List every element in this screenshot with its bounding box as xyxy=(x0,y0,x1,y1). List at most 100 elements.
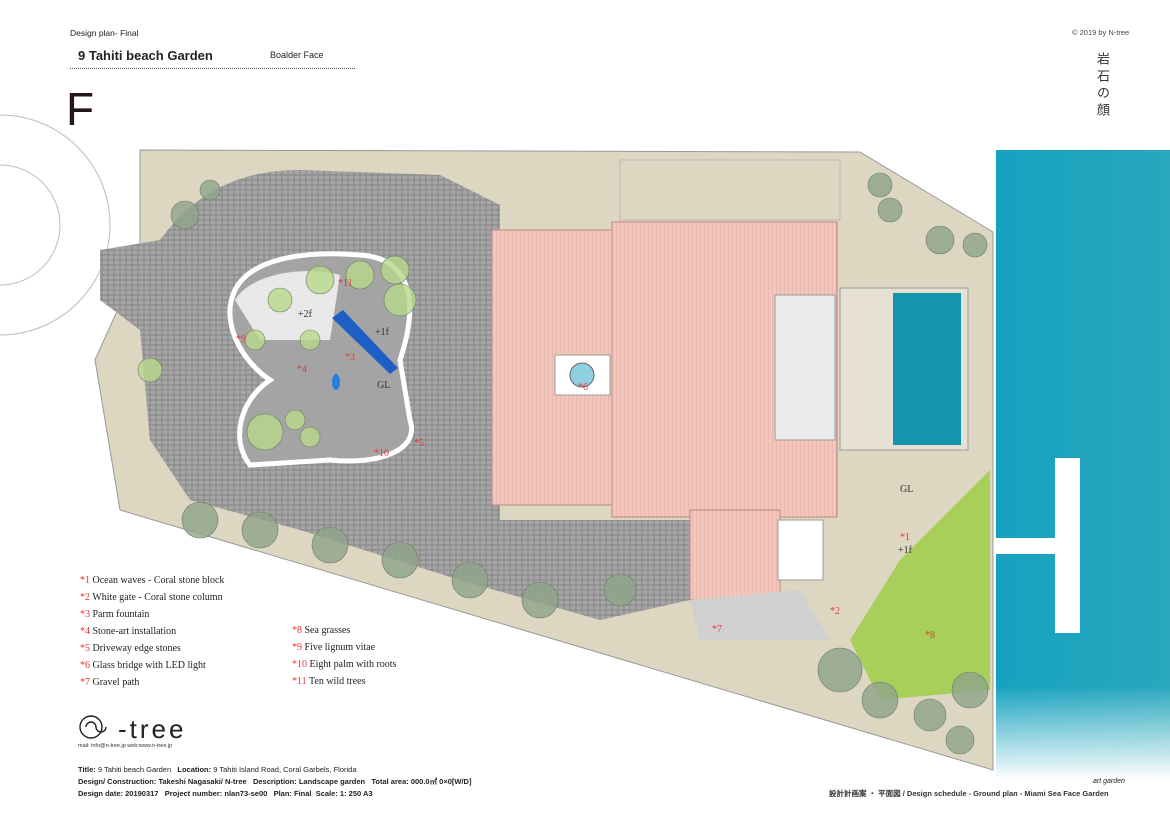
tree xyxy=(137,357,163,383)
tree xyxy=(199,179,221,201)
level-gl-lawn: GL xyxy=(900,484,913,495)
tree xyxy=(817,647,863,693)
scale-value: 1: 250 A3 xyxy=(339,789,373,798)
legend-item: *10 Eight palm with roots xyxy=(292,656,396,673)
label-11: *11 xyxy=(338,278,353,289)
legend-item: *6 Glass bridge with LED light xyxy=(80,657,224,674)
tree xyxy=(925,225,955,255)
tree xyxy=(305,265,335,295)
level-1f: +1f xyxy=(375,327,390,338)
palm-fountain xyxy=(332,310,398,374)
label-1: *1 xyxy=(900,532,910,543)
title-label: Title: xyxy=(78,765,96,774)
legend-mark: *3 xyxy=(80,609,90,620)
legend-text: Stone-art installation xyxy=(92,626,177,637)
legend-text: White gate - Coral stone column xyxy=(92,592,223,603)
title-value: 9 Tahiti beach Garden xyxy=(97,765,172,774)
tree xyxy=(861,681,899,719)
legend-column-2: *8 Sea grasses *9 Five lignum vitae *10 Ei… xyxy=(292,622,396,690)
design-value: Takeshi Nagasaki/ N-tree xyxy=(158,777,247,786)
tree xyxy=(380,255,410,285)
label-2: *2 xyxy=(830,606,840,617)
tree xyxy=(521,581,559,619)
legend-item: *5 Driveway edge stones xyxy=(80,640,224,657)
copyright: © 2019 by N-tree xyxy=(1072,28,1130,37)
tree xyxy=(451,561,489,599)
sea-grass-lawn xyxy=(850,470,990,700)
legend-text: Gravel path xyxy=(92,677,140,688)
desc-value: Landscape garden xyxy=(298,777,366,786)
contact-info: mail: info@n-tree.jp web:www.n-tree.jp xyxy=(78,743,173,749)
label-10: *10 xyxy=(374,448,389,459)
legend-mark: *7 xyxy=(80,677,90,688)
legend-item: *8 Sea grasses xyxy=(292,622,396,639)
project-value: nlan73-se00 xyxy=(224,789,268,798)
level-2f: +2f xyxy=(298,309,313,320)
scale-label: Scale: xyxy=(315,789,338,798)
legend-item: *1 Ocean waves - Coral stone block xyxy=(80,572,224,589)
legend-mark: *1 xyxy=(80,575,90,586)
label-3: *3 xyxy=(345,352,355,363)
label-8: *8 xyxy=(925,630,935,641)
legend-text: Driveway edge stones xyxy=(92,643,181,654)
legend-item: *7 Gravel path xyxy=(80,674,224,691)
tree xyxy=(913,698,947,732)
date-value: 20190317 xyxy=(125,789,159,798)
tree xyxy=(311,526,349,564)
legend-mark: *4 xyxy=(80,626,90,637)
legend-text: Sea grasses xyxy=(304,625,351,636)
tree xyxy=(867,172,893,198)
tree xyxy=(945,725,975,755)
legend-text: Parm fountain xyxy=(92,609,150,620)
legend-item: *3 Parm fountain xyxy=(80,606,224,623)
legend-mark: *5 xyxy=(80,643,90,654)
legend-text: Five lignum vitae xyxy=(304,642,376,653)
legend-mark: *9 xyxy=(292,642,302,653)
legend-text: Eight palm with roots xyxy=(309,659,397,670)
label-6: *6 xyxy=(578,382,588,393)
tree xyxy=(241,511,279,549)
tree xyxy=(877,197,903,223)
project-info: Title: 9 Tahiti beach Garden Location: 9… xyxy=(78,764,471,800)
tree xyxy=(603,573,637,607)
tree xyxy=(284,409,306,431)
location-value: 9 Tahiti Island Road, Coral Garbels, Flo… xyxy=(213,765,357,774)
tree xyxy=(951,671,989,709)
legend-text: Ten wild trees xyxy=(308,676,366,687)
label-9: *9 xyxy=(236,334,246,345)
tree xyxy=(383,283,417,317)
house xyxy=(491,159,841,601)
legend-item: *2 White gate - Coral stone column xyxy=(80,589,224,606)
legend-mark: *10 xyxy=(292,659,307,670)
date-label: Design date: xyxy=(78,789,124,798)
location-label: Location: xyxy=(177,765,212,774)
tree xyxy=(181,501,219,539)
tree xyxy=(267,287,293,313)
level-gl: GL xyxy=(377,380,390,391)
legend-item: *4 Stone-art installation xyxy=(80,623,224,640)
legend-item: *11 Ten wild trees xyxy=(292,673,396,690)
legend-text: Glass bridge with LED light xyxy=(92,660,206,671)
label-4: *4 xyxy=(297,364,307,375)
tree xyxy=(244,329,266,351)
level-1f-lawn: +1f xyxy=(898,545,913,556)
legend-mark: *6 xyxy=(80,660,90,671)
legend-mark: *11 xyxy=(292,676,307,687)
cul-de-sac xyxy=(0,114,111,336)
logo-wordmark: -tree xyxy=(118,714,187,744)
area-value: 000.0㎡ 0×0[W/D] xyxy=(410,777,472,786)
legend-mark: *2 xyxy=(80,592,90,603)
trees xyxy=(137,172,989,755)
page-title: 9 Tahiti beach Garden xyxy=(78,48,213,63)
footer-schedule: 設計計画案 ・ 平面図 / Design schedule - Ground p… xyxy=(829,789,1109,798)
project-label: Project number: xyxy=(164,789,223,798)
legend-column-1: *1 Ocean waves - Coral stone block*2 Whi… xyxy=(80,572,224,691)
gravel-path xyxy=(690,590,830,640)
plan-value: Final xyxy=(294,789,312,798)
vertical-title: 岩石の顔 xyxy=(1094,52,1109,120)
tree xyxy=(170,200,200,230)
plan-label: Plan: xyxy=(273,789,292,798)
plan-kicker: Design plan- Final xyxy=(70,28,139,38)
tree xyxy=(299,426,321,448)
